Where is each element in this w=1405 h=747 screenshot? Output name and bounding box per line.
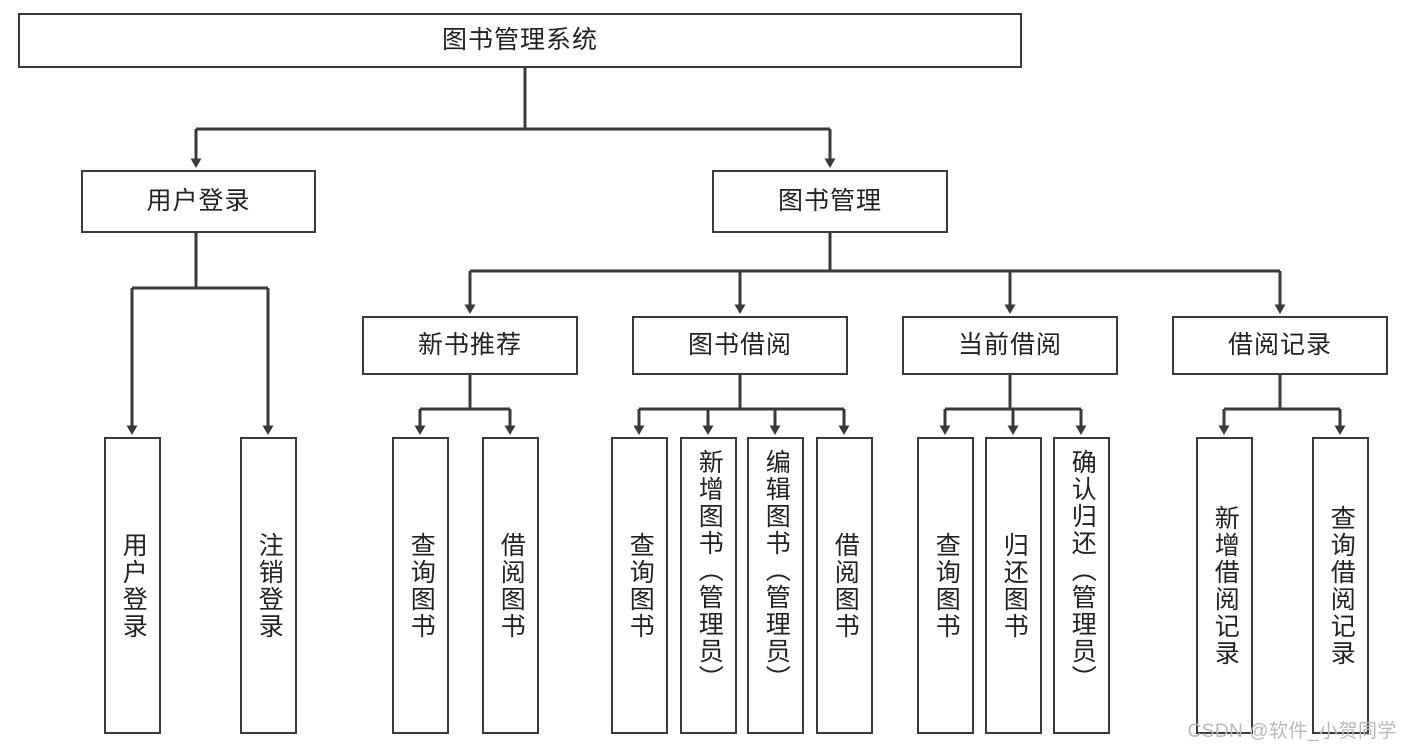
leaf-bb-add-book-admin-label: 新增图书（管理员） (695, 449, 724, 692)
leaf-cb-confirm-return-admin-label: 确认归还（管理员） (1068, 449, 1097, 692)
leaf-cb-return-book-label: 归还图书 (1000, 531, 1029, 640)
leaf-bb-query-book[interactable]: 查询图书 (611, 437, 668, 734)
node-new-book-recommend-label: 新书推荐 (417, 331, 522, 359)
leaf-nbr-borrow-book-label: 借阅图书 (497, 531, 526, 640)
node-root[interactable]: 图书管理系统 (18, 13, 1022, 68)
node-book-borrow[interactable]: 图书借阅 (632, 316, 848, 375)
leaf-bb-edit-book-admin-label: 编辑图书（管理员） (762, 449, 791, 692)
node-current-borrow-label: 当前借阅 (957, 331, 1062, 359)
node-book-borrow-label: 图书借阅 (687, 331, 792, 359)
leaf-cb-query-book-label: 查询图书 (932, 531, 961, 640)
leaf-bb-borrow-book-label: 借阅图书 (831, 531, 860, 640)
leaf-cb-return-book[interactable]: 归还图书 (985, 437, 1042, 734)
leaf-br-add-record[interactable]: 新增借阅记录 (1196, 437, 1253, 734)
node-user-login-label: 用户登录 (146, 187, 251, 215)
leaf-bb-edit-book-admin[interactable]: 编辑图书（管理员） (747, 437, 804, 734)
watermark: CSDN @软件_小贺同学 (1187, 721, 1397, 742)
leaf-bb-query-book-label: 查询图书 (626, 531, 655, 640)
leaf-br-query-record[interactable]: 查询借阅记录 (1312, 437, 1369, 734)
leaf-br-query-record-label: 查询借阅记录 (1327, 504, 1356, 667)
leaf-nbr-query-book-label: 查询图书 (407, 531, 436, 640)
leaf-cb-query-book[interactable]: 查询图书 (917, 437, 974, 734)
leaf-logout[interactable]: 注销登录 (240, 437, 297, 734)
leaf-cb-confirm-return-admin[interactable]: 确认归还（管理员） (1053, 437, 1110, 734)
leaf-nbr-query-book[interactable]: 查询图书 (392, 437, 449, 734)
leaf-logout-label: 注销登录 (255, 531, 284, 640)
node-current-borrow[interactable]: 当前借阅 (902, 316, 1118, 375)
leaf-bb-borrow-book[interactable]: 借阅图书 (816, 437, 873, 734)
node-book-manage-label: 图书管理 (777, 187, 882, 215)
node-borrow-record[interactable]: 借阅记录 (1172, 316, 1388, 375)
node-borrow-record-label: 借阅记录 (1227, 331, 1332, 359)
leaf-br-add-record-label: 新增借阅记录 (1211, 504, 1240, 667)
node-root-label: 图书管理系统 (441, 26, 598, 54)
node-new-book-recommend[interactable]: 新书推荐 (362, 316, 578, 375)
leaf-nbr-borrow-book[interactable]: 借阅图书 (482, 437, 539, 734)
node-user-login[interactable]: 用户登录 (81, 170, 316, 233)
leaf-bb-add-book-admin[interactable]: 新增图书（管理员） (680, 437, 737, 734)
node-book-manage[interactable]: 图书管理 (712, 170, 948, 233)
leaf-user-login[interactable]: 用户登录 (104, 437, 161, 734)
leaf-user-login-label: 用户登录 (119, 531, 148, 640)
